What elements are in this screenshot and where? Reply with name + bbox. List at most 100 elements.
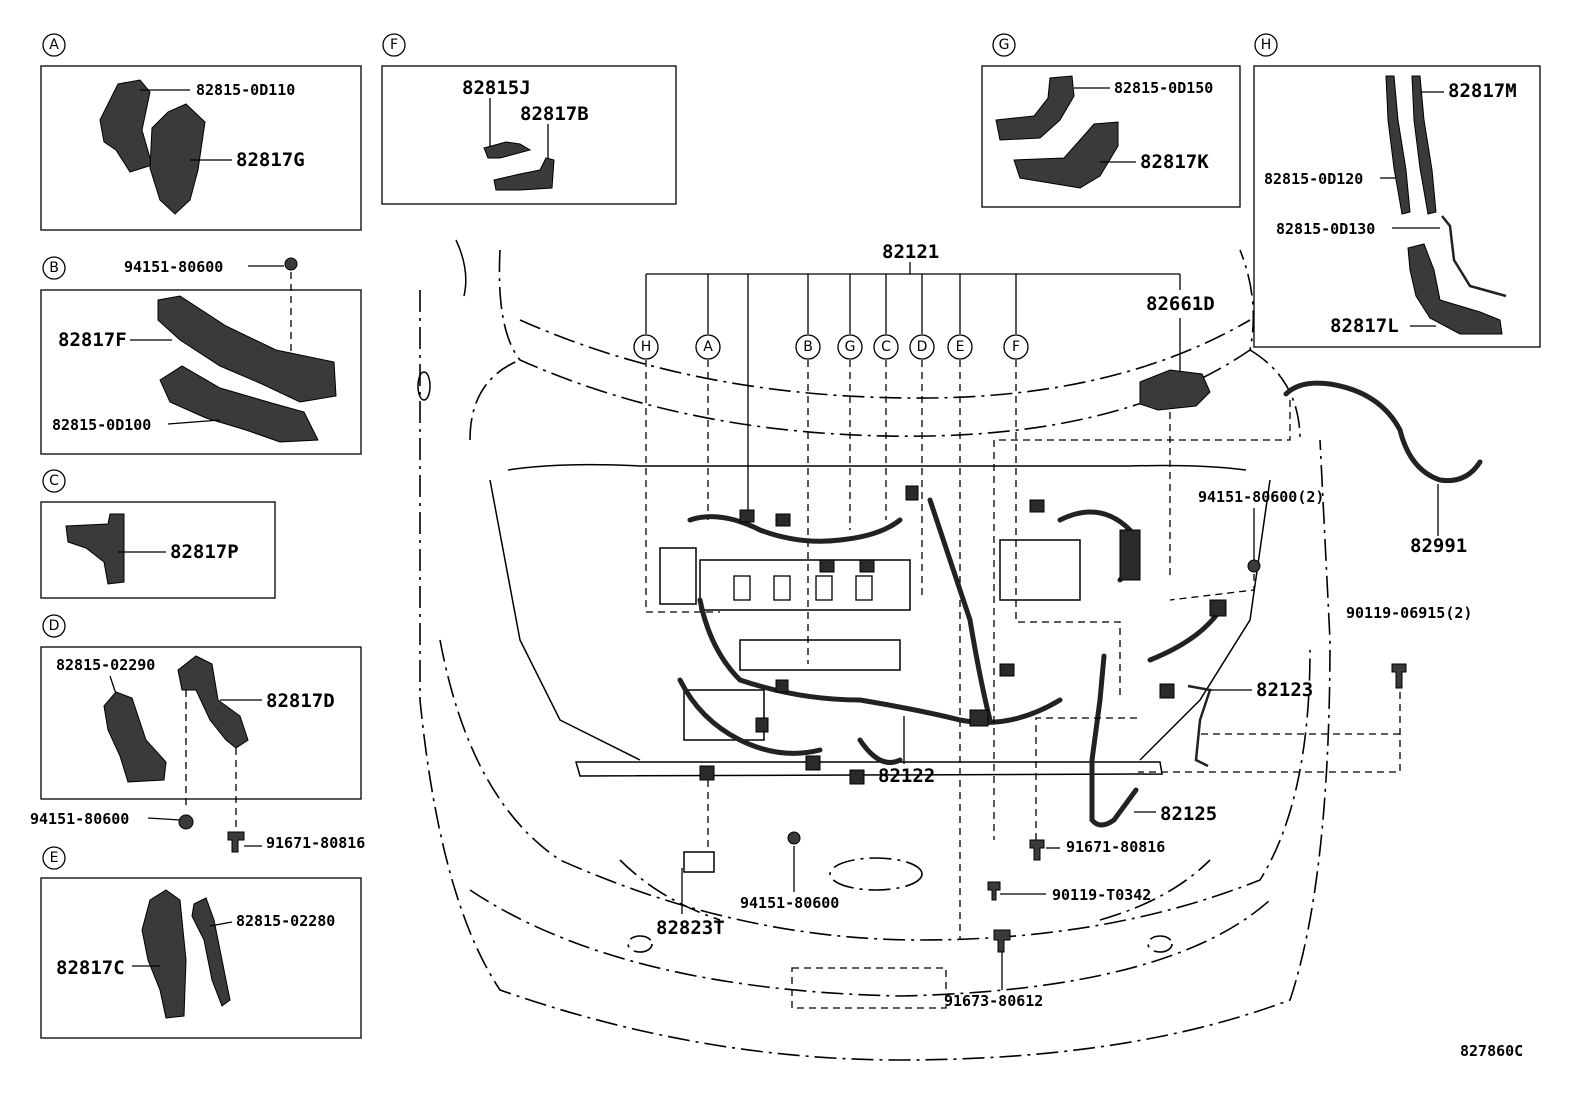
part-label-82121: 82121 [882,241,939,263]
radiator-support [575,761,1163,777]
bay-left-edge [489,479,641,761]
dash-h [645,360,720,613]
section-g-marker [992,33,1016,57]
bracket-82815-0d100-drawing [159,365,319,443]
part-label-82817k: 82817K [1140,151,1209,173]
bumper-line-lower [469,889,1271,997]
cover-82817l-drawing [1407,243,1503,335]
connector [969,709,989,727]
main-engine-bay-view: 82121 H A B G C D E F [417,239,1483,1061]
section-e: E 82815-02280 82817C [40,846,362,1039]
bolt-90119-06915-drawing [1391,663,1407,689]
connector-large [1119,529,1141,581]
fuse-box-area [999,539,1081,601]
connector [699,765,715,781]
bolt-91671-d-drawing [227,831,245,853]
hood-outline [498,249,1255,437]
battery-area [683,689,765,741]
cover-82817g-drawing [149,103,206,215]
dash-91671-main [1035,717,1140,840]
cover-82817f-drawing [157,295,337,403]
callout-a-marker [695,334,721,360]
connector [1029,499,1045,513]
cover-82817k-drawing [1013,121,1119,189]
coil-4 [855,575,873,601]
section-h-id: H [1261,37,1272,53]
connector [775,513,791,527]
section-a-id: A [49,37,59,53]
fog-line-right [1099,859,1211,921]
part-label-82817f: 82817F [58,329,127,351]
connector [805,755,821,771]
callout-f: F [1012,339,1020,355]
callout-f-marker [1003,334,1029,360]
part-label-82817p: 82817P [170,541,239,563]
harness-connectors [699,485,1227,785]
bumper-hole-right [1147,935,1173,953]
ignition-coils [733,575,873,601]
part-label-90119-06915-2: 90119-06915(2) [1346,604,1472,622]
connector [819,559,835,573]
harness-wire-mid [697,597,1063,725]
dash-90119-06915 [1138,692,1401,773]
section-b: B 94151-80600 82817F 82815-0D100 [40,256,362,455]
part-82661d-drawing [1139,369,1211,411]
section-e-marker [42,846,66,870]
connector [905,485,919,501]
part-label-82817m: 82817M [1448,80,1517,102]
coil-1 [733,575,751,601]
callout-h: H [641,339,652,355]
connector [1159,683,1175,699]
section-c: C 82817P [40,469,276,599]
section-h: H 82817M 82815-0D120 82815-0D130 82817L [1253,33,1541,348]
section-d-id: D [49,618,60,634]
section-c-marker [42,469,66,493]
emblem-outline [829,857,923,891]
diagram-code: 827860C [1460,1042,1523,1060]
bracket-82815-0d150-drawing [995,75,1075,141]
section-f: F 82815J 82817B [381,33,677,205]
callout-d: D [917,339,928,355]
callout-d-marker [909,334,935,360]
section-f-marker [382,33,406,57]
part-label-94151-80600-d: 94151-80600 [30,810,129,828]
section-d: D 82815-02290 82817D 94151-80600 91671-8… [30,614,365,853]
cover-82817d-drawing [177,655,249,749]
callout-c-marker [873,334,899,360]
part-label-91671-80816-d: 91671-80816 [266,834,365,852]
connector [999,663,1015,677]
part-label-82817c: 82817C [56,957,125,979]
bolt-91671-main-drawing [1029,839,1045,861]
callout-e-marker [947,334,973,360]
section-h-box [1253,65,1541,348]
bracket-82815j-drawing [483,141,532,159]
section-c-id: C [49,473,59,489]
callout-g: G [845,339,856,355]
part-label-82815-0d150: 82815-0D150 [1114,79,1213,97]
fog-line-left [619,859,721,921]
nut-94151-main-drawing [787,831,801,845]
body-outline [419,290,1331,1061]
cowl-line [507,463,1247,471]
section-d-marker [42,614,66,638]
bumper-line-upper [439,639,1311,941]
callout-c: C [881,339,891,355]
bracket-82815-02280-drawing [191,897,231,1007]
harness-wire-82122 [857,737,903,765]
nut-94151-d-drawing [178,814,194,830]
part-label-91673-80612: 91673-80612 [944,992,1043,1010]
section-g-box [981,65,1241,208]
section-a-box [40,65,362,231]
intake-part-left [659,547,697,605]
bay-right-edge [1139,479,1271,761]
part-label-82991: 82991 [1410,535,1467,557]
section-h-marker [1254,33,1278,57]
section-d-box [40,646,362,800]
hood-inner-line [519,319,1251,399]
part-label-90119-t0342: 90119-T0342 [1052,886,1151,904]
bumper-hole-left [627,935,653,953]
callout-b-marker [795,334,821,360]
manifold [739,639,901,671]
part-label-82815-02280: 82815-02280 [236,912,335,930]
